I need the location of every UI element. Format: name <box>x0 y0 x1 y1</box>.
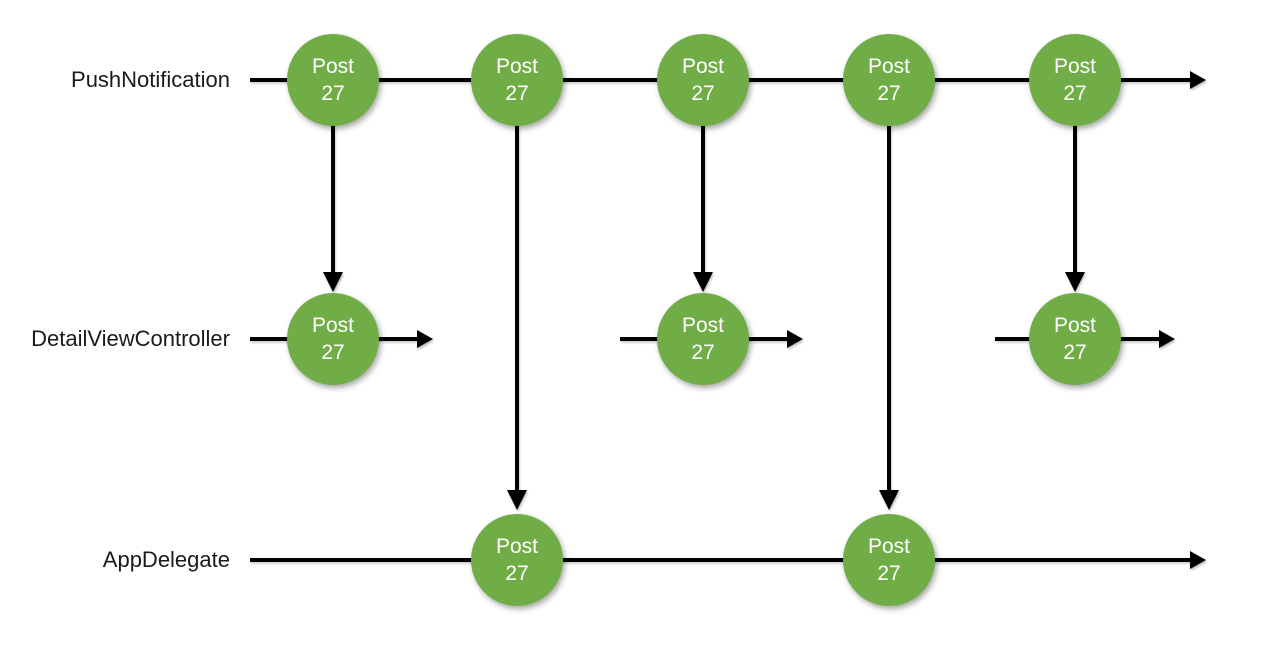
connector-arrow-5 <box>1073 124 1077 274</box>
event-title: Post <box>1053 314 1097 337</box>
event-marble-detailviewcontroller-3: Post 27 <box>1029 293 1121 385</box>
event-title: Post <box>681 314 725 337</box>
event-marble-pushnotification-2: Post 27 <box>471 34 563 126</box>
event-value: 27 <box>691 82 715 105</box>
arrowhead-right-icon <box>1190 71 1206 89</box>
arrowhead-right-icon <box>1190 551 1206 569</box>
event-value: 27 <box>691 341 715 364</box>
connector-arrow-1 <box>331 124 335 274</box>
event-title: Post <box>495 55 539 78</box>
event-marble-pushnotification-5: Post 27 <box>1029 34 1121 126</box>
event-title: Post <box>495 535 539 558</box>
event-marble-detailviewcontroller-1: Post 27 <box>287 293 379 385</box>
event-title: Post <box>867 535 911 558</box>
event-value: 27 <box>321 341 345 364</box>
event-value: 27 <box>505 82 529 105</box>
stream-label-appdelegate: AppDelegate <box>102 547 230 572</box>
event-title: Post <box>311 314 355 337</box>
event-marble-appdelegate-1: Post 27 <box>471 514 563 606</box>
event-marble-appdelegate-2: Post 27 <box>843 514 935 606</box>
arrowhead-down-icon <box>879 490 899 510</box>
stream-label-detailviewcontroller: DetailViewController <box>31 326 230 351</box>
event-value: 27 <box>877 82 901 105</box>
event-value: 27 <box>321 82 345 105</box>
stream-label-pushnotification: PushNotification <box>71 67 230 92</box>
connector-arrow-3 <box>701 124 705 274</box>
event-value: 27 <box>877 562 901 585</box>
event-title: Post <box>681 55 725 78</box>
event-title: Post <box>1053 55 1097 78</box>
event-value: 27 <box>1063 341 1087 364</box>
event-marble-detailviewcontroller-2: Post 27 <box>657 293 749 385</box>
arrowhead-right-icon <box>417 330 433 348</box>
timeline-appdelegate <box>250 558 1191 562</box>
event-marble-pushnotification-3: Post 27 <box>657 34 749 126</box>
arrowhead-right-icon <box>787 330 803 348</box>
arrowhead-down-icon <box>693 272 713 292</box>
event-title: Post <box>311 55 355 78</box>
event-marble-pushnotification-1: Post 27 <box>287 34 379 126</box>
arrowhead-down-icon <box>507 490 527 510</box>
connector-arrow-4 <box>887 124 891 492</box>
arrowhead-right-icon <box>1159 330 1175 348</box>
event-value: 27 <box>1063 82 1087 105</box>
connector-arrow-2 <box>515 124 519 492</box>
arrowhead-down-icon <box>323 272 343 292</box>
event-value: 27 <box>505 562 529 585</box>
event-marble-pushnotification-4: Post 27 <box>843 34 935 126</box>
event-title: Post <box>867 55 911 78</box>
arrowhead-down-icon <box>1065 272 1085 292</box>
